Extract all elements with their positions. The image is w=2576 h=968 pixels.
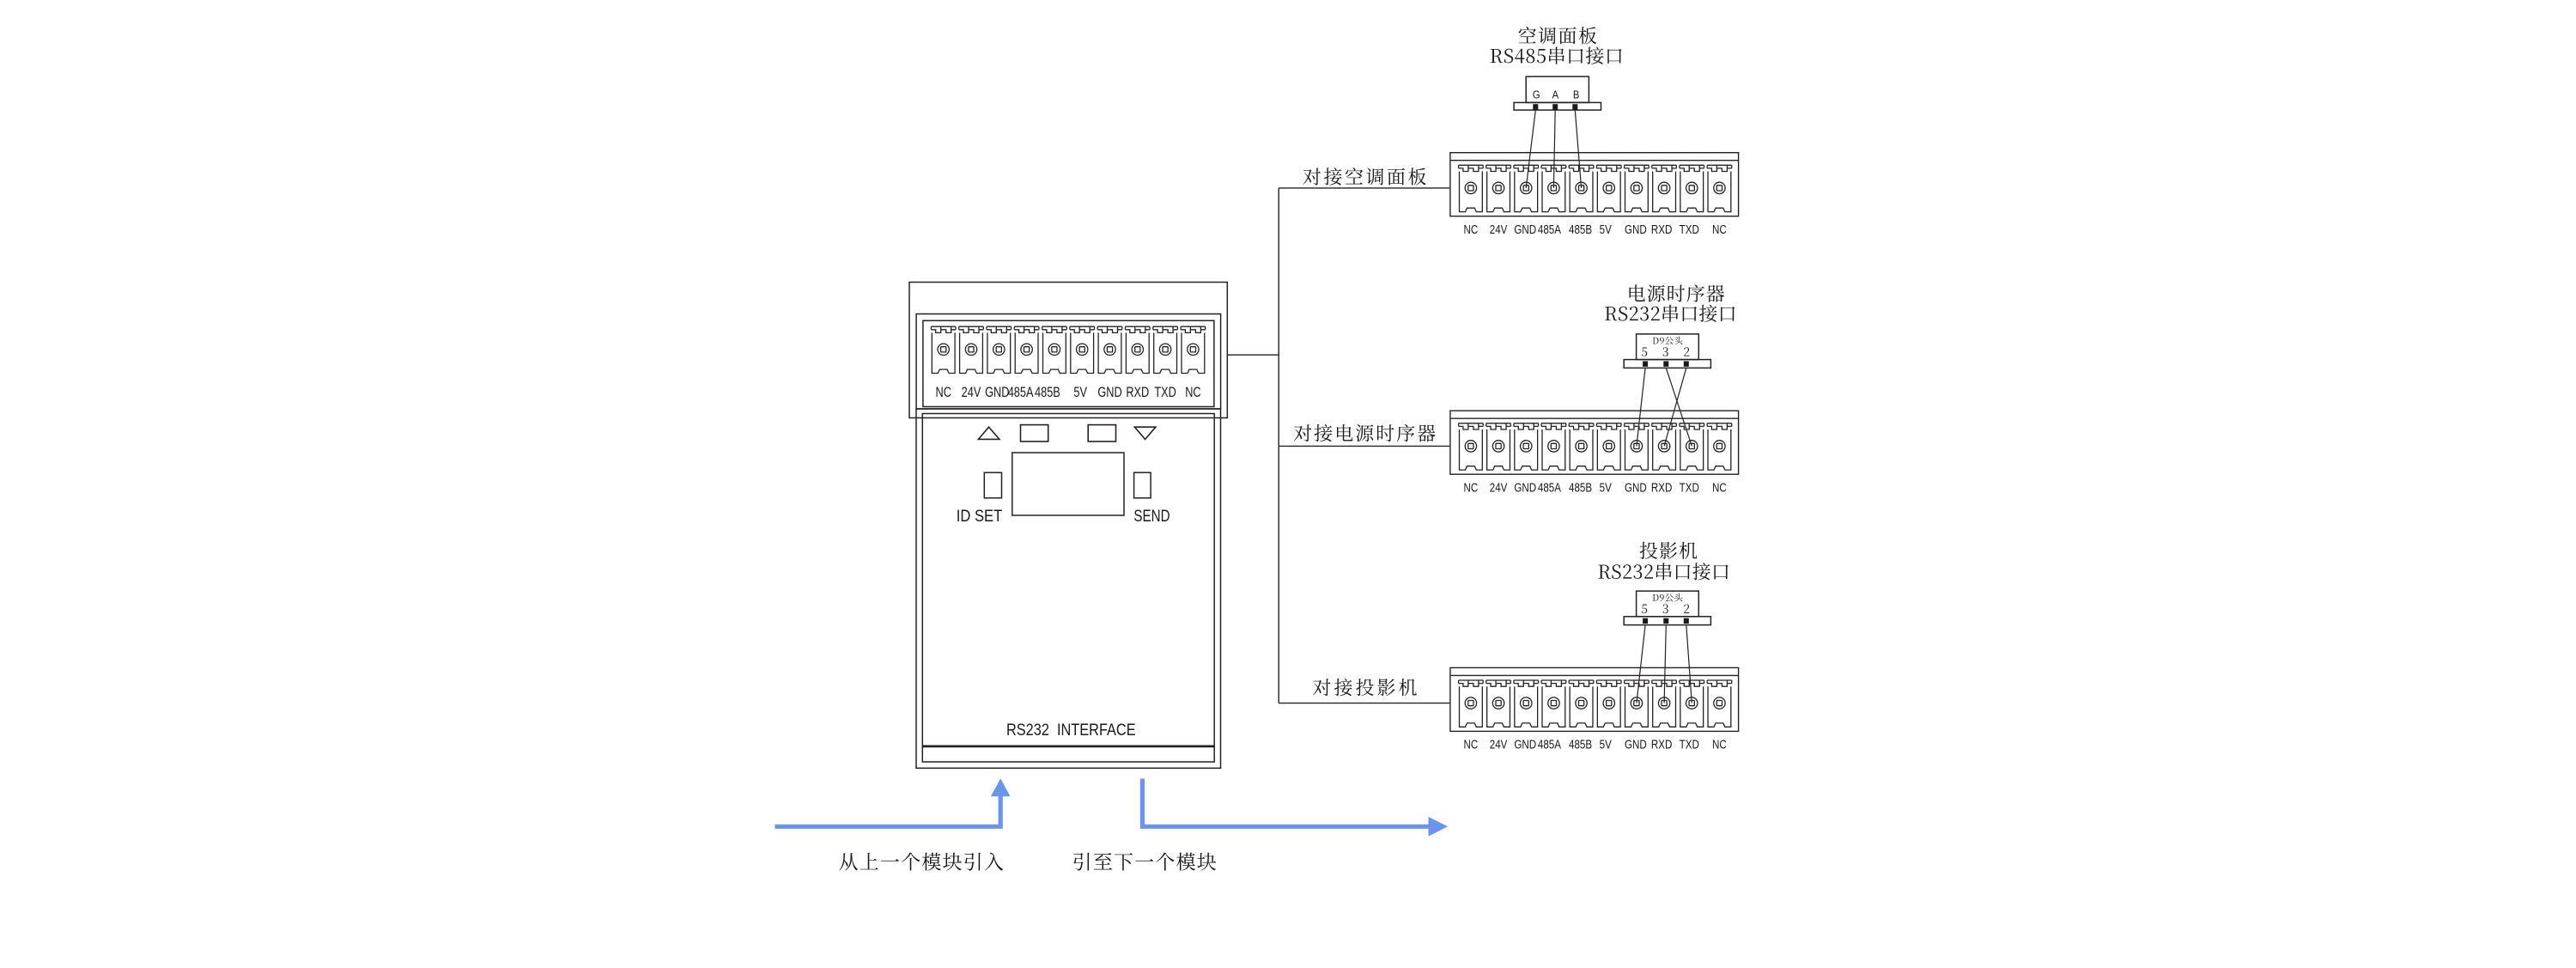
svg-text:RXD: RXD (1126, 384, 1149, 400)
svg-text:24V: 24V (962, 384, 981, 400)
svg-text:485B: 485B (1035, 384, 1060, 400)
svg-text:GND: GND (1097, 384, 1121, 400)
svg-text:RS232 INTERFACE: RS232 INTERFACE (1006, 721, 1136, 739)
svg-text:B: B (1573, 88, 1580, 101)
svg-text:485A: 485A (1008, 384, 1034, 400)
svg-text:G: G (1533, 88, 1540, 101)
svg-text:NC: NC (935, 384, 951, 400)
svg-text:NC: NC (1185, 384, 1201, 400)
svg-text:ID SET: ID SET (957, 507, 1003, 525)
svg-text:GND: GND (985, 384, 1009, 400)
svg-text:5V: 5V (1073, 384, 1087, 400)
svg-text:TXD: TXD (1154, 384, 1176, 400)
svg-text:A: A (1552, 88, 1559, 101)
svg-text:SEND: SEND (1133, 506, 1170, 525)
